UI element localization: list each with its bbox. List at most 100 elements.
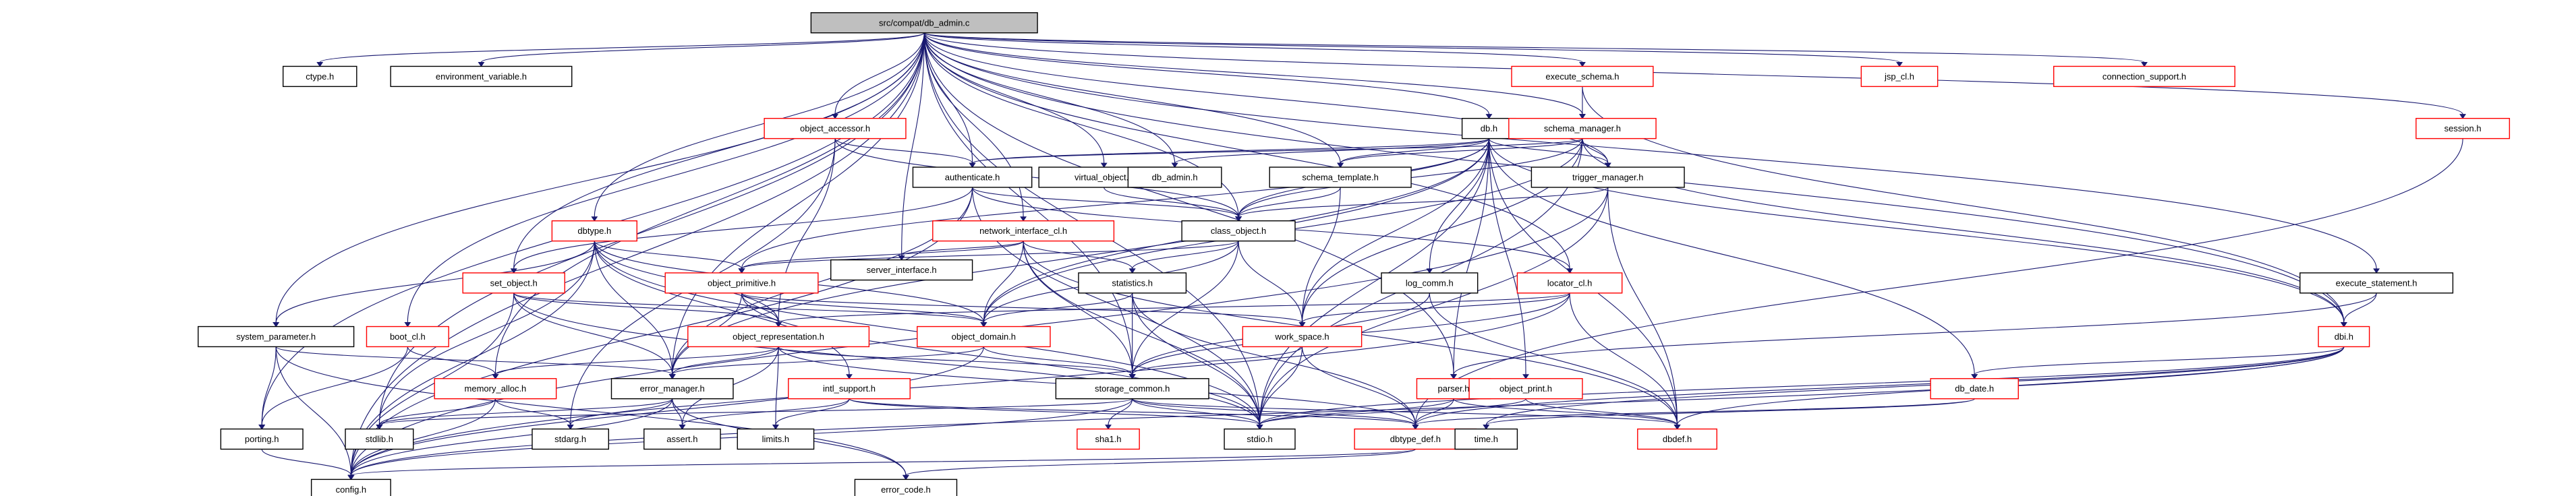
node-obj-accessor[interactable]: object_accessor.h: [764, 117, 907, 140]
dependency-edge-statistics-to-obj_domain: [983, 292, 1133, 323]
dependency-edge-root-to-db_h: [923, 32, 1490, 115]
node-obj-domain[interactable]: object_domain.h: [917, 326, 1051, 348]
dependency-edge-authenticate-to-config: [350, 187, 973, 476]
node-session[interactable]: session.h: [2415, 117, 2511, 140]
dependency-edge-storage_common-to-stdio: [1132, 398, 1261, 425]
node-label: intl_support.h: [823, 383, 876, 394]
edge-arrowhead-root-to-virtual_obj: [1100, 162, 1108, 168]
node-jsp-cl[interactable]: jsp_cl.h: [1860, 65, 1939, 88]
node-conn-support[interactable]: connection_support.h: [2053, 65, 2235, 88]
dependency-edge-log_comm-to-dbdef: [1429, 292, 1678, 425]
dependency-edge-sys_param-to-error_code: [275, 346, 907, 476]
node-label: connection_support.h: [2102, 71, 2186, 82]
node-label: object_representation.h: [733, 332, 824, 342]
node-label: set_object.h: [490, 278, 538, 288]
node-exec-schema[interactable]: execute_schema.h: [1511, 65, 1654, 88]
dependency-edge-db_date-to-dbtype_def: [1414, 398, 1975, 426]
node-dbtype[interactable]: dbtype.h: [551, 220, 637, 242]
dependency-edge-root-to-config: [350, 32, 925, 476]
node-set-obj[interactable]: set_object.h: [462, 272, 565, 294]
node-db-date[interactable]: db_date.h: [1930, 378, 2019, 400]
node-memory-alloc[interactable]: memory_alloc.h: [434, 378, 557, 400]
node-label: trigger_manager.h: [1572, 173, 1644, 183]
node-db-h: db.h: [1461, 117, 1517, 140]
dependency-edge-db_date-to-time: [1485, 398, 1975, 426]
node-box: [1077, 428, 1140, 450]
dependency-edge-boot_cl-to-memory_alloc: [407, 346, 496, 375]
node-object-print[interactable]: object_print.h: [1468, 378, 1583, 400]
node-label: db_date.h: [1955, 383, 1994, 394]
node-box: [310, 478, 391, 496]
dependency-edge-locator_cl-to-dbdef: [1569, 292, 1678, 425]
node-box: [1860, 65, 1939, 88]
node-box: [390, 65, 573, 88]
dependency-edge-dbtype-to-sys_param: [275, 241, 595, 323]
node-box: [1516, 272, 1623, 294]
dependency-edge-schema_mgr-to-dbi: [1582, 138, 2345, 323]
node-net-iface[interactable]: network_interface_cl.h: [932, 220, 1115, 242]
dependency-edge-memory_alloc-to-config: [350, 398, 496, 476]
node-schema-mgr[interactable]: schema_manager.h: [1508, 117, 1657, 140]
edge-arrowhead-dbtype_def-to-error_code: [903, 474, 909, 480]
node-box: [2053, 65, 2235, 88]
node-trigger-mgr: trigger_manager.h: [1530, 166, 1685, 188]
dependency-edge-root-to-stdlib: [378, 32, 925, 425]
edge-arrowhead-class_obj-to-statistics: [1128, 268, 1136, 274]
node-obj-repr[interactable]: object_representation.h: [687, 326, 870, 348]
edge-arrowhead-db_date-to-dbtype_def: [1412, 425, 1419, 430]
dependency-edge-root-to-jsp_cl: [923, 32, 1900, 63]
dependency-edge-object_print-to-dbdef: [1525, 398, 1678, 425]
dependency-edge-obj_repr-to-error_mgr: [672, 346, 779, 375]
dependency-edge-db_h-to-db_date: [1488, 138, 1975, 375]
node-sha1[interactable]: sha1.h: [1077, 428, 1140, 450]
node-box: [434, 378, 557, 400]
node-obj-prim[interactable]: object_primitive.h: [664, 272, 819, 294]
node-label: virtual_object.h: [1075, 173, 1133, 183]
dependency-edge-set_obj-to-stdio: [513, 292, 1261, 425]
edge-arrowhead-root-to-exec_stmt: [2373, 268, 2380, 274]
node-exec-stmt: execute_statement.h: [2299, 272, 2454, 294]
node-label: jsp_cl.h: [1884, 71, 1914, 82]
edge-arrowhead-locator_cl-to-work_space: [1298, 322, 1306, 328]
node-locator-cl[interactable]: locator_cl.h: [1516, 272, 1623, 294]
node-label: object_print.h: [1499, 383, 1552, 394]
node-label: ctype.h: [306, 71, 334, 82]
node-work-space[interactable]: work_space.h: [1242, 326, 1363, 348]
node-box: [687, 326, 870, 348]
edge-arrowhead-obj_repr-to-memory_alloc: [492, 374, 499, 379]
dependency-edge-storage_common-to-stdlib: [378, 398, 1133, 426]
node-box: [1127, 166, 1222, 188]
node-label: assert.h: [666, 434, 697, 444]
dependency-edge-root-to-boot_cl: [407, 32, 925, 323]
node-dbi[interactable]: dbi.h: [2318, 326, 2370, 348]
node-label: dbtype.h: [577, 226, 611, 236]
dependency-edge-db_h-to-trigger_mgr: [1488, 138, 1609, 164]
node-time: time.h: [1454, 428, 1518, 450]
node-authenticate: authenticate.h: [912, 166, 1033, 188]
dependency-edge-root-to-env_var: [480, 32, 925, 63]
dependency-edge-class_obj-to-statistics: [1132, 241, 1239, 270]
node-box: [220, 428, 304, 450]
edge-arrowhead-db_h-to-object_print: [1522, 374, 1529, 379]
node-dbdef[interactable]: dbdef.h: [1637, 428, 1718, 450]
dependency-edge-obj_prim-to-work_space: [741, 292, 1303, 323]
node-intl-support[interactable]: intl_support.h: [788, 378, 911, 400]
node-label: config.h: [336, 485, 367, 495]
node-label: storage_common.h: [1095, 383, 1170, 394]
node-boot-cl[interactable]: boot_cl.h: [366, 326, 449, 348]
node-box: [912, 166, 1033, 188]
dependency-edge-dbtype-to-intl_support: [594, 241, 850, 375]
dependency-edge-authenticate-to-class_obj: [972, 187, 1239, 218]
node-box: [830, 259, 973, 281]
dependency-edge-sys_param-to-config: [275, 346, 351, 476]
edge-arrowhead-authenticate-to-locator_cl: [1566, 268, 1574, 274]
node-label: environment_variable.h: [436, 71, 527, 82]
edge-arrowhead-root-to-exec_schema: [1579, 61, 1586, 67]
node-assert: assert.h: [643, 428, 721, 450]
node-box: [1381, 272, 1479, 294]
node-label: object_primitive.h: [708, 278, 776, 288]
edge-arrowhead-schema_mgr-to-schema_tpl: [1337, 162, 1344, 168]
node-label: execute_statement.h: [2336, 278, 2417, 288]
edge-arrowhead-root-to-dbtype: [591, 216, 598, 222]
